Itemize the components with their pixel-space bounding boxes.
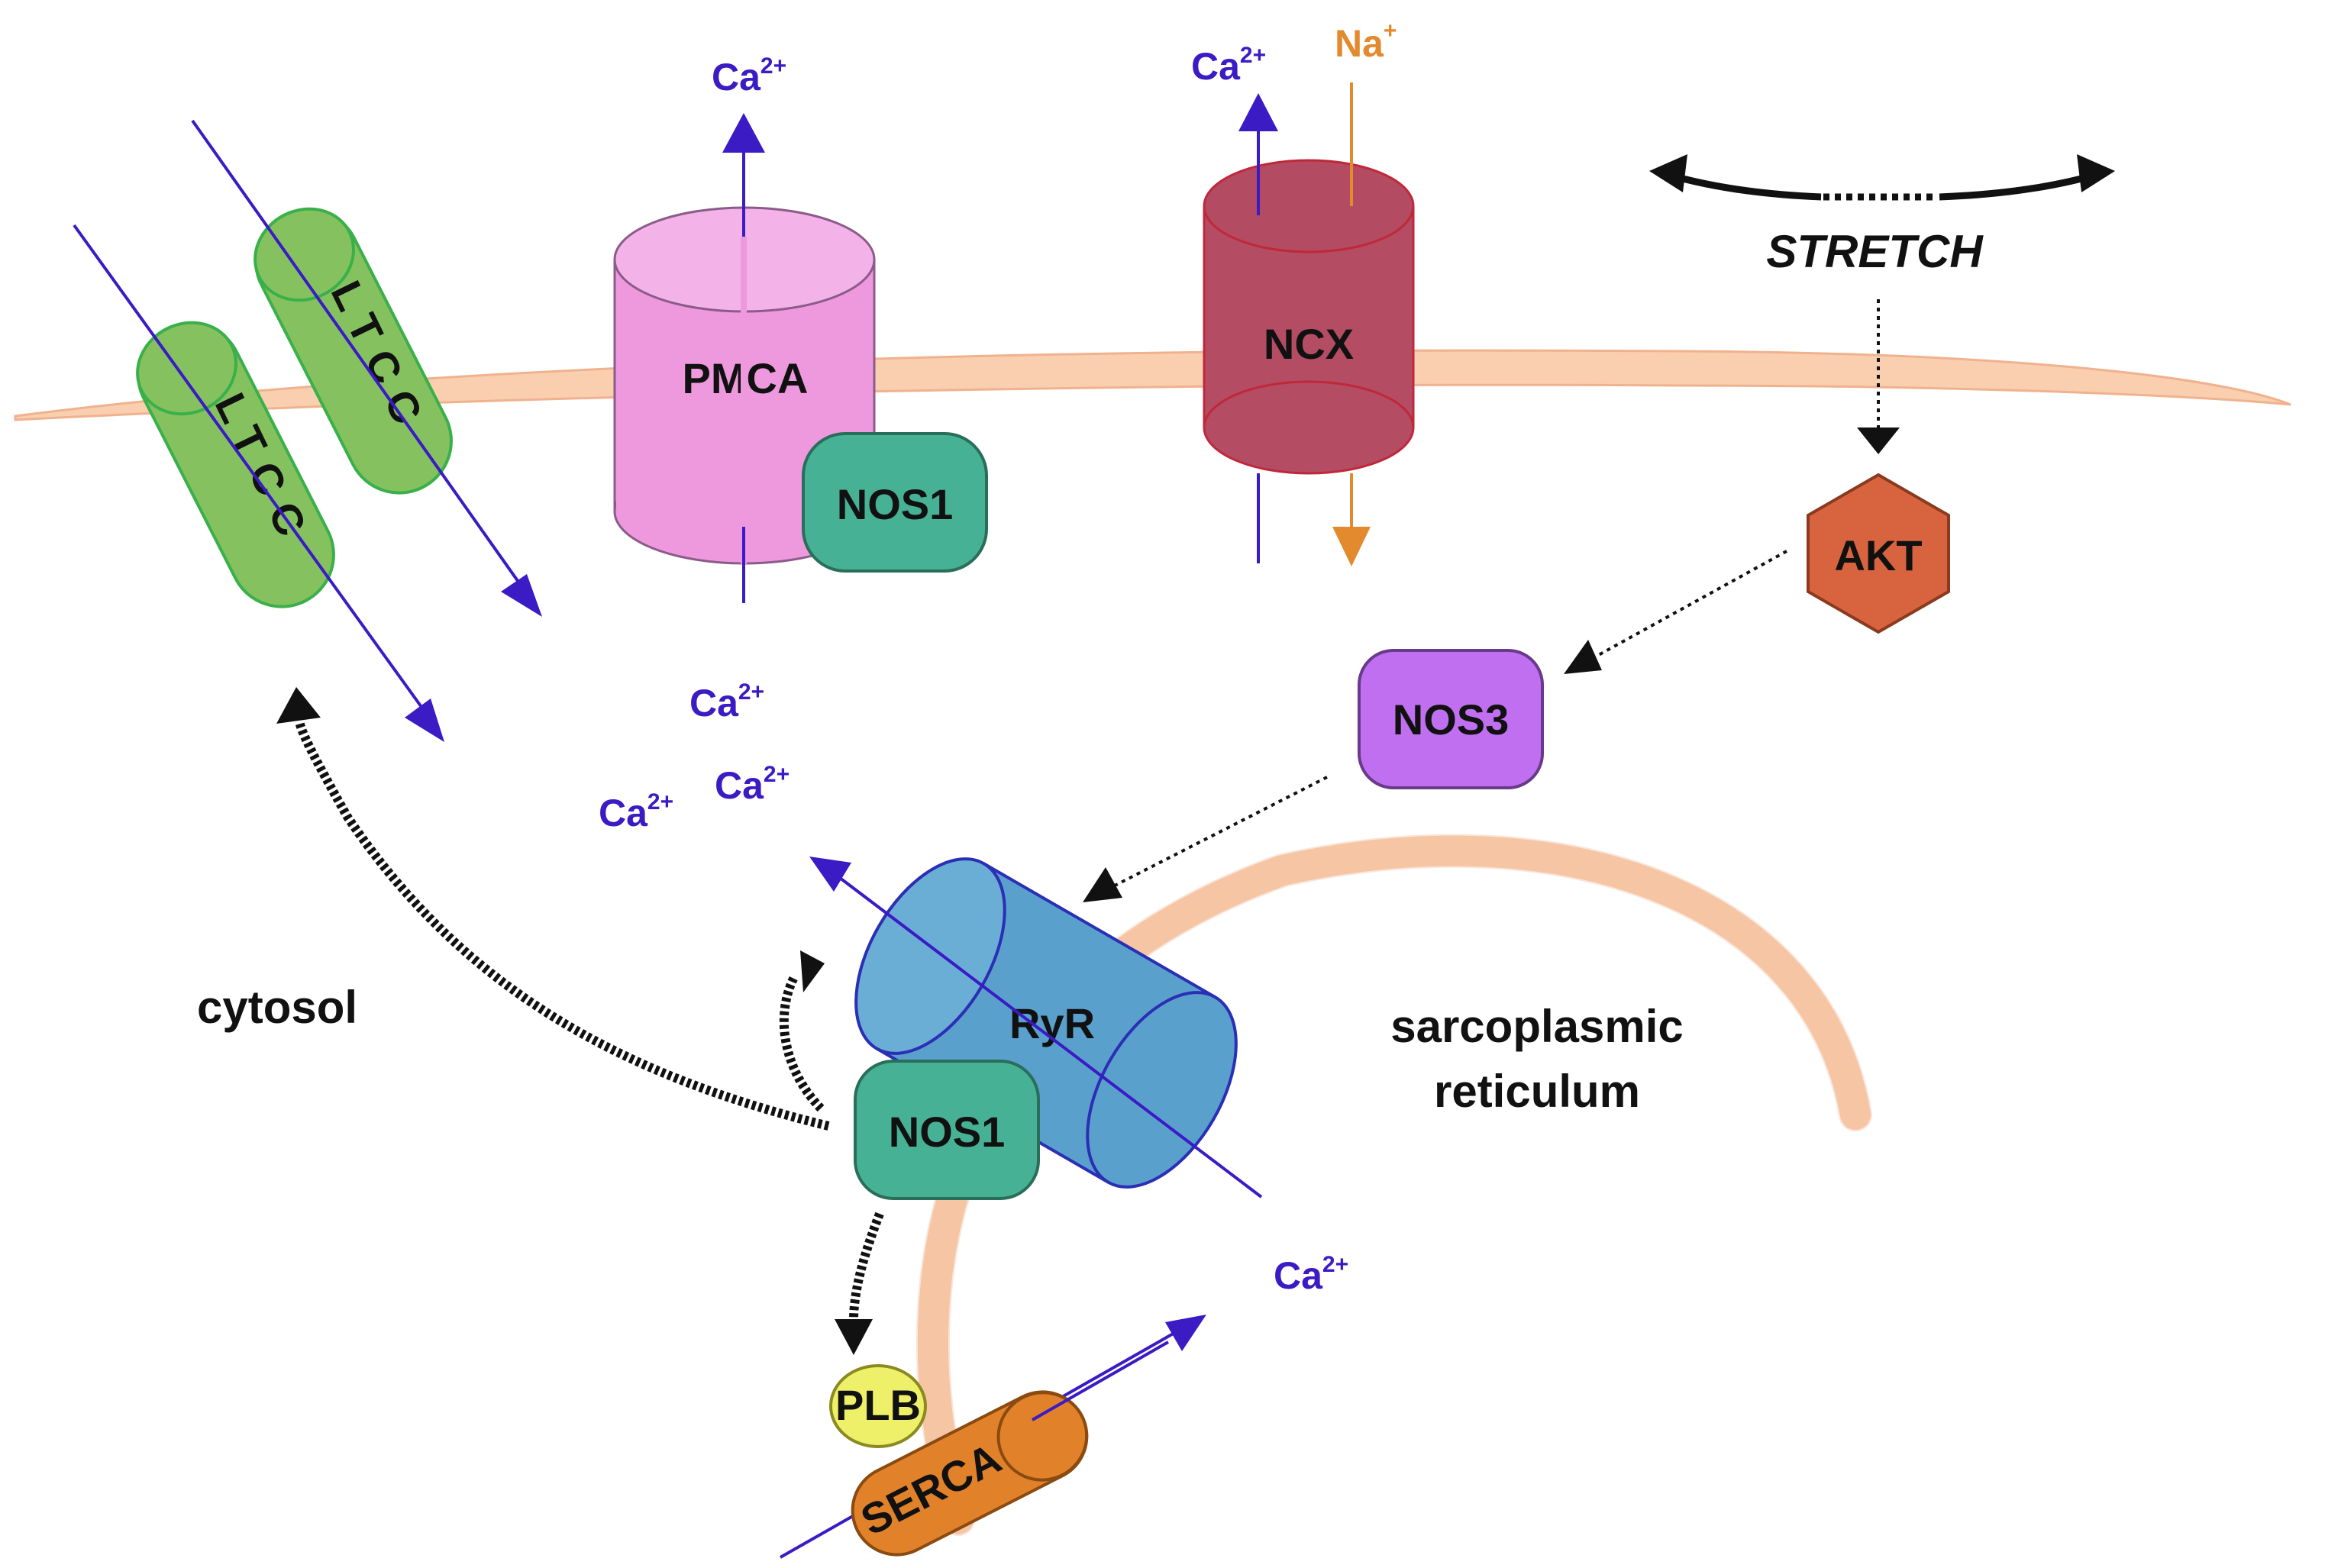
stretch-label: STRETCH (1766, 226, 1984, 277)
ltcc-right-ca-influx-arrow (191, 119, 527, 593)
ion-ca-cytosol-2: Ca2+ (599, 789, 673, 834)
nos1-membrane-box (802, 432, 988, 573)
stretch-to-akt-arrowhead (1857, 427, 1900, 454)
svg-text:Ca2+: Ca2+ (1274, 1252, 1348, 1297)
nos3-to-ryr-arrow (1114, 776, 1328, 887)
nos1-to-ltcc-arrowhead (276, 687, 321, 724)
nos1-membrane-label: NOS1 (837, 480, 954, 528)
svg-text:Ca2+: Ca2+ (1191, 43, 1266, 88)
akt-hexagon (1807, 473, 1950, 634)
nos1-sr-box (854, 1060, 1040, 1200)
svg-text:Ca2+: Ca2+ (715, 762, 790, 807)
ncx-exchanger (1203, 159, 1415, 475)
nos3-to-ryr-arrowhead (1083, 867, 1122, 902)
svg-text:Ca2+: Ca2+ (689, 679, 764, 724)
serca-pump (851, 1390, 1089, 1557)
ion-ca-ncx: Ca2+ (1191, 43, 1266, 88)
sr-membrane-edge (915, 834, 1872, 1536)
nos1-to-ryr-arrow (779, 975, 825, 1112)
ltcc-left-ca-influx-arrow (73, 224, 431, 719)
nos3-box (1358, 649, 1544, 789)
ncx-ca-arrowhead (1238, 93, 1278, 131)
ryr-channel (854, 857, 1238, 1189)
akt-label: AKT (1834, 531, 1922, 579)
stretch-arrowhead-right (2077, 154, 2115, 192)
svg-text:Na+: Na+ (1335, 18, 1397, 65)
ion-ca-cytosol-1: Ca2+ (689, 679, 764, 724)
sr-label-line2: reticulum (1434, 1066, 1640, 1117)
serca-ca-uptake-arrow-front (1032, 1341, 1169, 1421)
ltcc-left-arrowhead (405, 699, 444, 742)
plb-ellipse (829, 1364, 927, 1448)
sr-membrane (917, 835, 1871, 1534)
akt-to-nos3-arrowhead (1564, 640, 1602, 674)
plb-label: PLB (835, 1381, 921, 1429)
pmca-arrowhead (722, 113, 765, 153)
ion-ca-cytosol-3: Ca2+ (715, 762, 790, 807)
ryr-ca-release-arrowhead (809, 857, 851, 892)
ion-na-ncx: Na+ (1335, 18, 1397, 65)
ncx-label: NCX (1264, 320, 1354, 368)
nos1-to-plb-arrowhead (835, 1319, 873, 1355)
serca-ca-uptake-arrowhead (1165, 1315, 1206, 1351)
ion-ca-pmca: Ca2+ (712, 53, 786, 98)
ltcc-right-arrowhead (501, 574, 542, 617)
cytosol-label: cytosol (197, 982, 357, 1033)
akt-to-nos3-arrow (1595, 550, 1787, 658)
svg-text:Ca2+: Ca2+ (599, 789, 673, 834)
sr-label-line1: sarcoplasmic (1390, 1001, 1684, 1052)
nos3-label: NOS3 (1393, 695, 1510, 744)
nos1-to-ryr-arrowhead (800, 950, 825, 992)
stretch-arc-left (1665, 170, 1822, 201)
nos1-sr-label: NOS1 (889, 1108, 1006, 1156)
nos1-to-plb-arrow (849, 1211, 884, 1321)
svg-text:Ca2+: Ca2+ (712, 53, 786, 98)
stretch-arc-right (1939, 170, 2100, 201)
ion-ca-sr-lumen: Ca2+ (1274, 1252, 1348, 1297)
ryr-ca-release-arrow (838, 876, 1263, 1199)
ncx-na-arrowhead (1332, 527, 1371, 566)
stretch-arrowhead-left (1649, 154, 1687, 192)
